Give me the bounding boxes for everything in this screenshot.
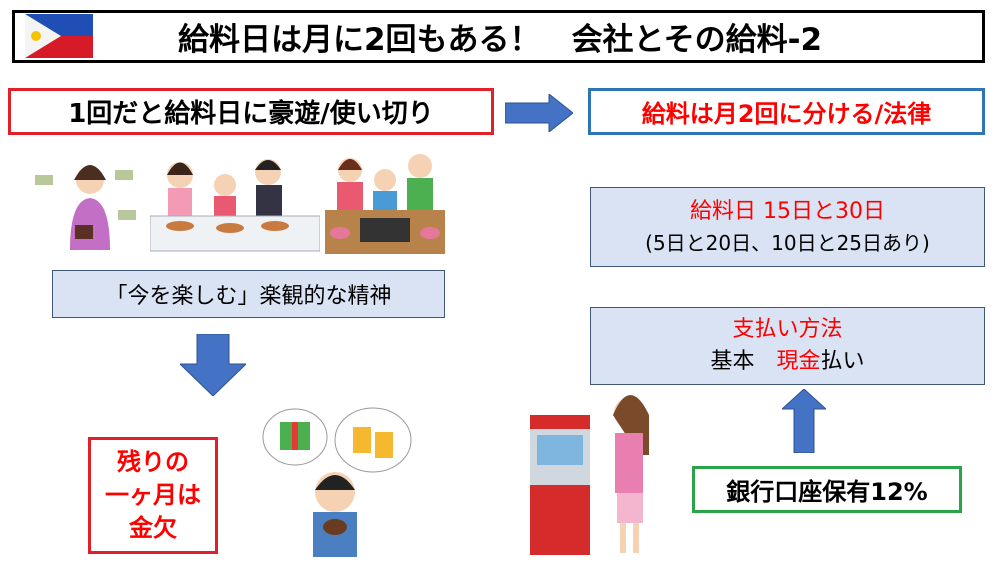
- broke-box: 残りの 一ヶ月は 金欠: [88, 437, 218, 554]
- payment-method-detail: 基本 現金払い: [710, 346, 864, 378]
- up-arrow-icon: [782, 389, 826, 453]
- philippines-flag-icon: [25, 14, 93, 58]
- atm-woman-illustration: [530, 395, 649, 555]
- method-highlight: 現金: [776, 349, 821, 374]
- law-box: 給料は月2回に分ける/法律: [588, 88, 985, 135]
- payday-box: 給料日 15日と30日 (5日と20日、10日と25日あり): [590, 187, 985, 267]
- mindset-box: 「今を楽しむ」楽観的な精神: [52, 270, 445, 318]
- down-arrow-icon: [180, 334, 246, 396]
- broke-line: 一ヶ月は: [105, 481, 201, 509]
- problem-box: 1回だと給料日に豪遊/使い切り: [8, 88, 494, 135]
- broke-line: 金欠: [129, 514, 177, 542]
- family-dinner-illustration: [150, 159, 320, 252]
- method-prefix: 基本: [710, 349, 777, 374]
- bbq-family-illustration: [325, 154, 445, 254]
- broke-line: 残りの: [117, 448, 189, 476]
- spending-woman-illustration: [35, 165, 136, 250]
- method-suffix: 払い: [820, 349, 865, 374]
- payment-method-box: 支払い方法 基本 現金払い: [590, 307, 985, 385]
- page-title: 給料日は月に2回もある！ 会社とその給料-2: [177, 22, 823, 58]
- title-box: [12, 10, 985, 63]
- payment-method-heading: 支払い方法: [732, 317, 843, 342]
- worried-man-illustration: [262, 407, 412, 557]
- bank-account-box: 銀行口座保有12%: [692, 466, 962, 513]
- payday-heading: 給料日 15日と30日: [690, 199, 885, 224]
- right-arrow-icon: [505, 94, 573, 132]
- payday-detail: (5日と20日、10日と25日あり): [645, 231, 930, 255]
